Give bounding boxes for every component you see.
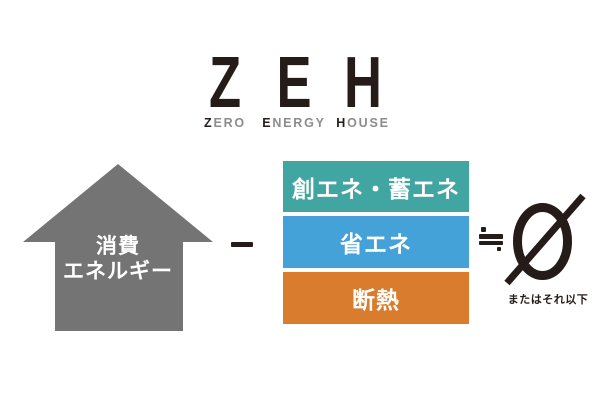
logo-letter-h: H HOUSE xyxy=(331,43,395,130)
logo-word-house: HOUSE xyxy=(336,116,390,130)
house-label-line2: エネルギー xyxy=(63,260,173,283)
logo-word-energy: ENERGY xyxy=(262,116,326,130)
house-label: 消費 エネルギー xyxy=(23,234,213,284)
zero-caption: またはそれ以下 xyxy=(507,294,589,306)
stack-box-label: 断熱 xyxy=(352,287,400,313)
house-label-line1: 消費 xyxy=(96,235,140,258)
stack-box-label: 省エネ xyxy=(340,231,412,257)
energy-measures-stack: 創エネ・蓄エネ 省エネ 断熱 xyxy=(283,161,469,324)
stack-box-create-store-energy: 創エネ・蓄エネ xyxy=(283,161,469,212)
logo-word-zero: ZERO xyxy=(204,116,246,130)
house-arrow-icon xyxy=(23,164,213,331)
stack-box-label: 創エネ・蓄エネ xyxy=(292,175,460,202)
slashed-zero-icon xyxy=(504,193,586,286)
logo-letter-e: E ENERGY xyxy=(262,43,326,130)
logo-big-h: H xyxy=(344,43,382,123)
approx-equal-icon xyxy=(479,227,503,253)
stack-box-insulation: 断熱 xyxy=(283,272,469,324)
house-arrow-shape xyxy=(23,164,213,331)
minus-icon xyxy=(231,242,253,247)
logo-big-z: Z xyxy=(208,43,242,123)
stack-box-save-energy: 省エネ xyxy=(283,216,469,268)
logo-letter-z: Z ZERO xyxy=(193,43,257,130)
logo-big-e: E xyxy=(276,43,312,123)
consumption-energy-house: 消費 エネルギー xyxy=(23,164,213,331)
